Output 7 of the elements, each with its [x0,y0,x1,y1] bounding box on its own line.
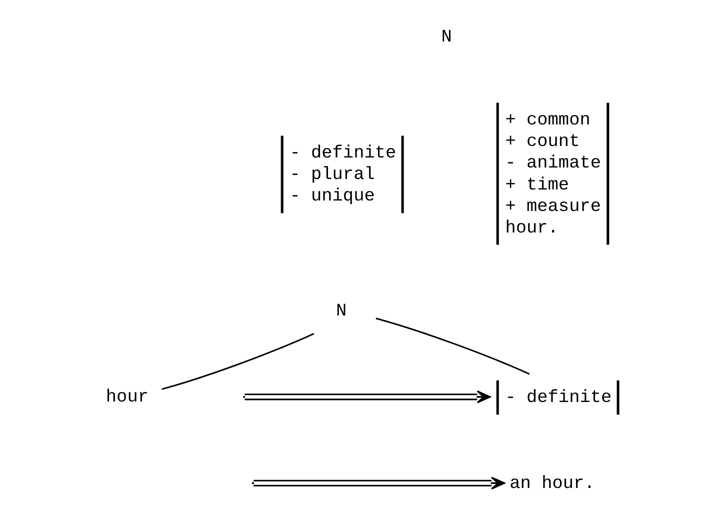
node-text: hour [106,387,148,408]
node-text: + common + count - animate + time + measure hour. [505,110,602,238]
node-text: N [336,300,347,321]
node-text: - definite [505,388,612,408]
node-text: N [441,27,452,48]
node-text: - definite - plural - unique [290,143,396,206]
node-text: an hour. [510,473,595,494]
